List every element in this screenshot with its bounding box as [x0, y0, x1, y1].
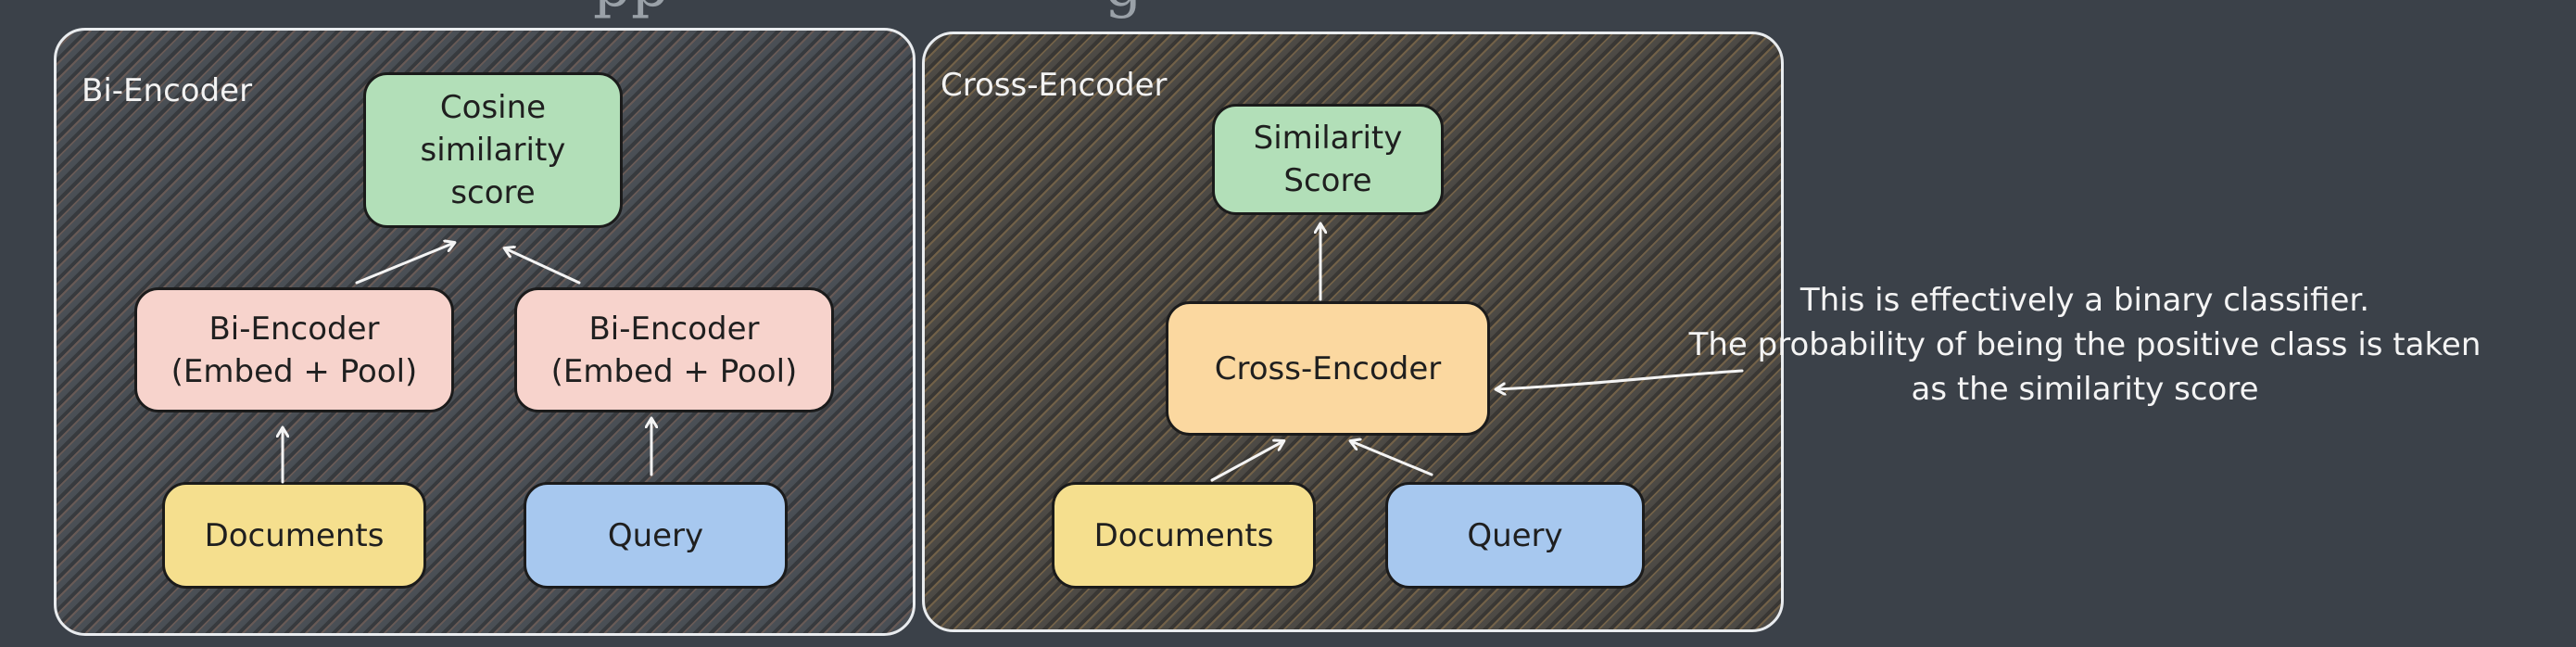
cross-encoder-panel-label: Cross-Encoder	[941, 67, 1168, 104]
cosine-similarity-node: Cosine similarity score	[363, 72, 623, 228]
title-fragment: pp g	[593, 0, 1143, 20]
bi-documents-node: Documents	[162, 482, 426, 589]
title-fragment-right: g	[1105, 0, 1143, 20]
annotation-line-3: as the similarity score	[1911, 371, 2259, 408]
bi-encoder-left-node: Bi-Encoder (Embed + Pool)	[134, 287, 454, 412]
annotation-line-1: This is effectively a binary classifier.	[1799, 282, 2370, 319]
cross-encoder-node: Cross-Encoder	[1166, 301, 1490, 436]
cross-query-node: Query	[1385, 482, 1645, 589]
cross-documents-node: Documents	[1052, 482, 1316, 589]
annotation-line-2: The probability of being the positive cl…	[1688, 326, 2481, 363]
title-fragment-left: pp	[593, 0, 669, 20]
bi-query-node: Query	[524, 482, 788, 589]
bi-encoder-right-node: Bi-Encoder (Embed + Pool)	[514, 287, 834, 412]
bi-encoder-panel-label: Bi-Encoder	[82, 72, 253, 109]
annotation-text: This is effectively a binary classifier.…	[1612, 278, 2557, 412]
similarity-score-node: Similarity Score	[1212, 104, 1444, 215]
